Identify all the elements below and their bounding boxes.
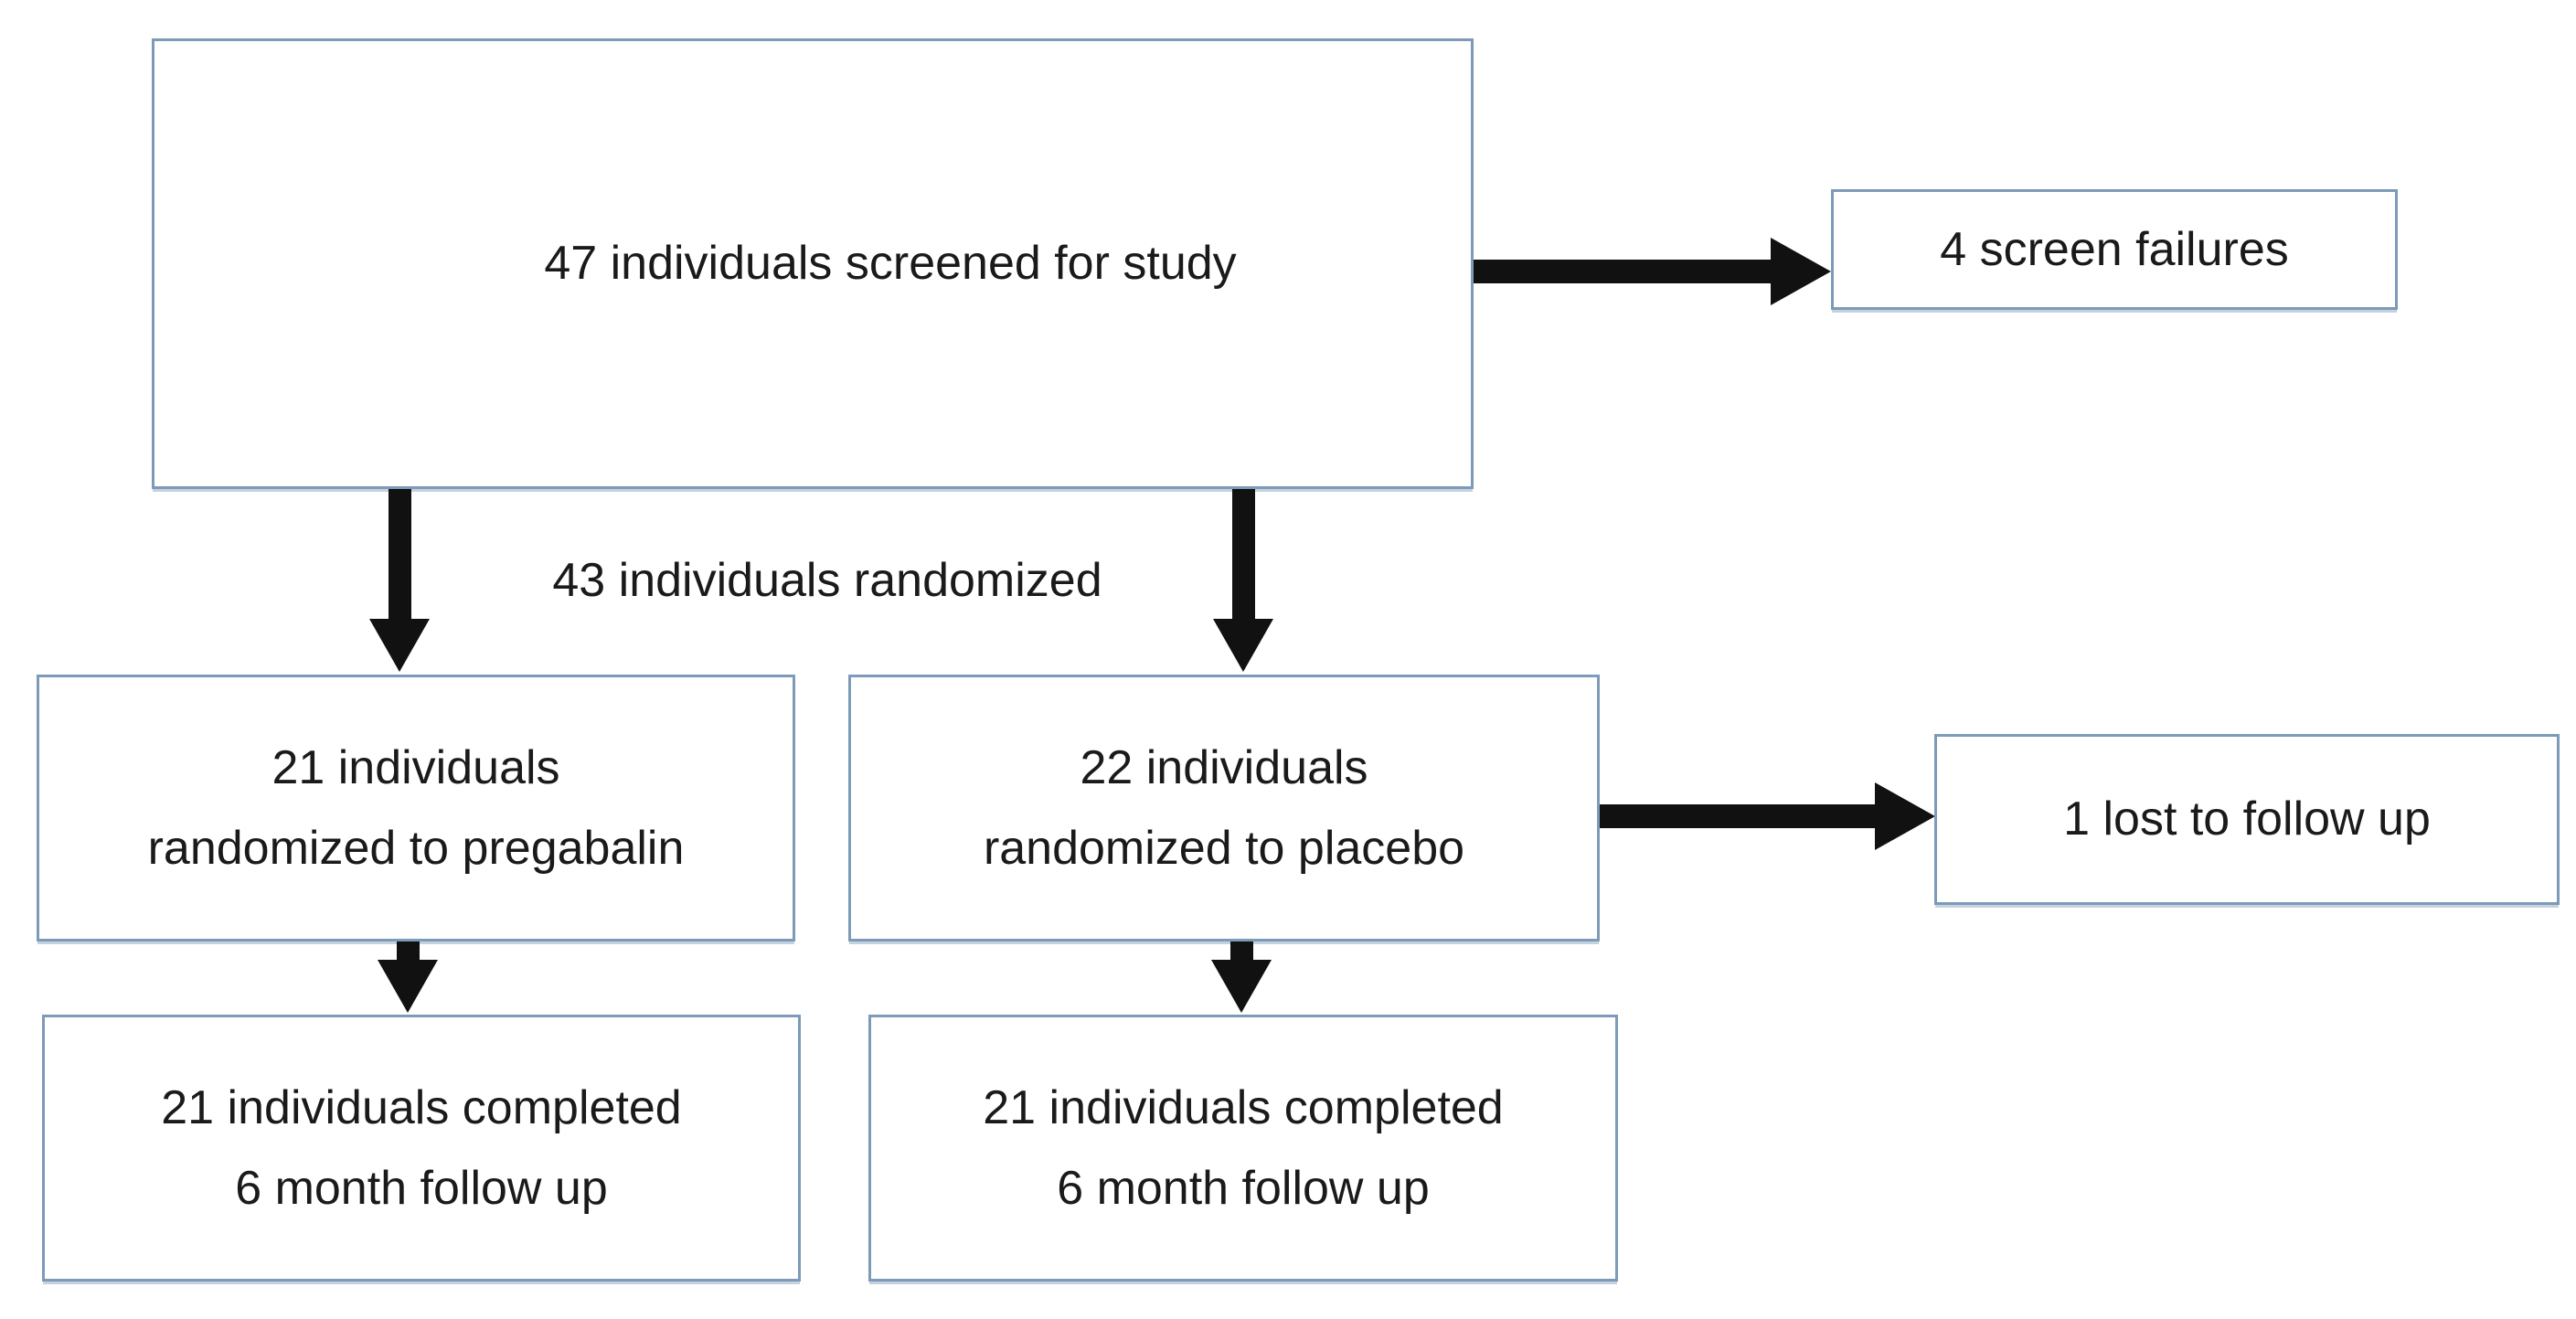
pregabalin-completed-line2: 6 month follow up — [235, 1162, 608, 1215]
lost-to-follow-up-box: 1 lost to follow up — [1934, 734, 2560, 905]
arrow-shaft — [389, 489, 411, 621]
randomized-count-label: 43 individuals randomized — [552, 554, 1102, 607]
pregabalin-box-line1: 21 individuals — [271, 740, 560, 794]
arrow-head — [1875, 782, 1935, 850]
placebo-box-line2: randomized to placebo — [983, 822, 1465, 875]
arrow-head — [378, 960, 438, 1013]
placebo-completed-line2: 6 month follow up — [1057, 1162, 1430, 1215]
screen-failures-box-text: 4 screen failures — [1940, 222, 2289, 276]
arrow-head — [369, 619, 430, 672]
screen-failures-box: 4 screen failures — [1831, 189, 2398, 310]
pregabalin-completed-box: 21 individuals completed 6 month follow … — [42, 1015, 801, 1282]
screened-box: 47 individuals screened for study — [152, 38, 1474, 489]
arrow-shaft — [1600, 804, 1879, 828]
lost-to-follow-up-box-text: 1 lost to follow up — [2063, 792, 2431, 846]
pregabalin-completed-line1: 21 individuals completed — [161, 1080, 682, 1134]
placebo-box: 22 individuals randomized to placebo — [848, 675, 1600, 941]
placebo-box-line1: 22 individuals — [1080, 740, 1368, 794]
arrow-head — [1771, 238, 1831, 305]
pregabalin-box: 21 individuals randomized to pregabalin — [37, 675, 795, 941]
pregabalin-box-line2: randomized to pregabalin — [147, 822, 685, 875]
arrow-head — [1213, 619, 1273, 672]
placebo-completed-line1: 21 individuals completed — [983, 1080, 1504, 1134]
placebo-completed-box: 21 individuals completed 6 month follow … — [868, 1015, 1618, 1282]
screened-box-text: 47 individuals screened for study — [544, 237, 1237, 291]
arrow-shaft — [1474, 260, 1775, 283]
arrow-shaft — [1232, 489, 1255, 621]
arrow-head — [1211, 960, 1272, 1013]
